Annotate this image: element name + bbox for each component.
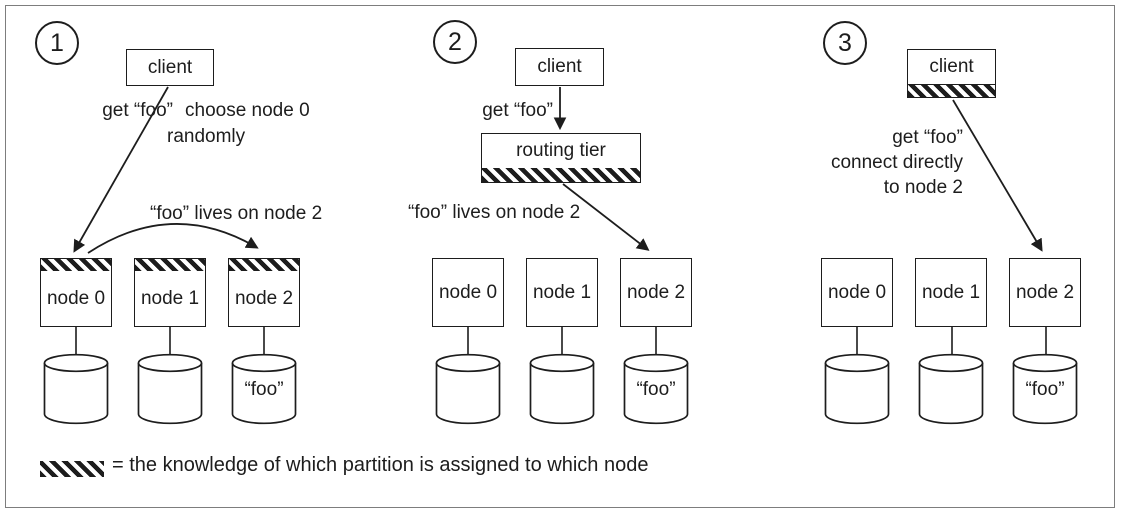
node-label: node 0 <box>827 281 887 303</box>
node1-box-panel2: node 1 <box>526 258 598 327</box>
node2-box-panel3: node 2 <box>1009 258 1081 327</box>
node-label: node 0 <box>438 281 498 303</box>
db-cylinder-node2-panel2: “foo” <box>623 353 689 425</box>
annotation-choose-node0: choose node 0 <box>185 100 310 121</box>
client-box-2: client <box>515 48 604 86</box>
legend-hatch-swatch-icon <box>40 461 104 477</box>
node0-box-panel2: node 0 <box>432 258 504 327</box>
node-label: node 2 <box>234 287 294 309</box>
db-content-label: “foo” <box>1025 379 1065 400</box>
partition-knowledge-hatch-icon <box>229 259 299 271</box>
db-cylinder-node2-panel3: “foo” <box>1012 353 1078 425</box>
client-label: client <box>537 56 582 77</box>
node-label: node 1 <box>532 281 592 303</box>
step-1-badge: 1 <box>35 21 79 65</box>
annotation-get-foo-1: get “foo” <box>102 100 173 121</box>
partition-knowledge-hatch-icon <box>907 84 996 98</box>
node-label: node 2 <box>1015 281 1075 303</box>
client-box-1: client <box>126 49 214 86</box>
database-cylinder-icon <box>623 353 689 425</box>
client-label: client <box>929 56 974 77</box>
client-box-3: client <box>907 49 996 85</box>
node1-box-panel1: node 1 <box>134 258 206 327</box>
database-cylinder-icon <box>435 353 501 425</box>
node1-box-panel3: node 1 <box>915 258 987 327</box>
partition-knowledge-hatch-icon <box>482 168 640 182</box>
node0-box-panel3: node 0 <box>821 258 893 327</box>
db-content-label: “foo” <box>636 379 676 400</box>
routing-tier-label: routing tier <box>516 140 606 161</box>
database-cylinder-icon <box>918 353 984 425</box>
client-label: client <box>147 56 193 78</box>
node-label: node 0 <box>46 287 106 309</box>
annotation-randomly: randomly <box>167 126 246 147</box>
db-cylinder-node1-panel3 <box>918 353 984 425</box>
db-cylinder-node0-panel2 <box>435 353 501 425</box>
annotation-get-foo-2: get “foo” <box>482 100 553 121</box>
node2-box-panel1: node 2 <box>228 258 300 327</box>
database-cylinder-icon <box>1012 353 1078 425</box>
database-cylinder-icon <box>231 353 297 425</box>
step-2-badge: 2 <box>433 20 477 64</box>
database-cylinder-icon <box>137 353 203 425</box>
database-cylinder-icon <box>43 353 109 425</box>
node-label: node 1 <box>140 287 200 309</box>
node0-box-panel1: node 0 <box>40 258 112 327</box>
partition-knowledge-hatch-icon <box>41 259 111 271</box>
node-label: node 2 <box>626 281 686 303</box>
db-cylinder-node1-panel1 <box>137 353 203 425</box>
database-cylinder-icon <box>824 353 890 425</box>
routing-tier-box: routing tier <box>481 133 641 183</box>
annotation-foo-lives-1: “foo” lives on node 2 <box>150 203 323 224</box>
partition-knowledge-hatch-icon <box>135 259 205 271</box>
annotation-foo-lives-2: “foo” lives on node 2 <box>408 202 581 223</box>
db-cylinder-node1-panel2 <box>529 353 595 425</box>
db-cylinder-node0-panel3 <box>824 353 890 425</box>
step-3-badge: 3 <box>823 21 867 65</box>
db-cylinder-node2-panel1: “foo” <box>231 353 297 425</box>
database-cylinder-icon <box>529 353 595 425</box>
legend-text: = the knowledge of which partition is as… <box>112 454 649 476</box>
db-content-label: “foo” <box>244 379 284 400</box>
db-cylinder-node0-panel1 <box>43 353 109 425</box>
node-label: node 1 <box>921 281 981 303</box>
node2-box-panel2: node 2 <box>620 258 692 327</box>
